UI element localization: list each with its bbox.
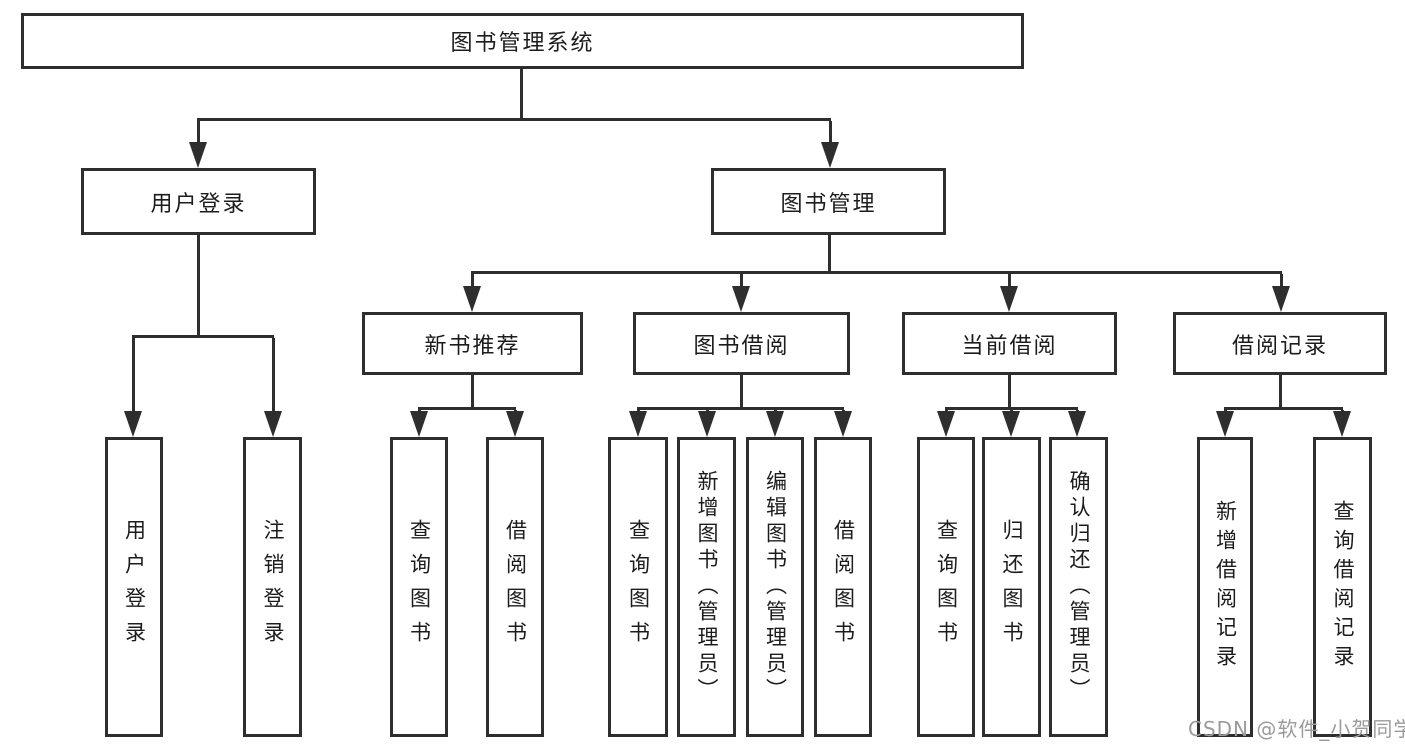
arrow-down-icon	[1216, 411, 1234, 437]
node-user-login: 用户登录	[81, 168, 316, 235]
leaf-query-books-recommend: 查询图书	[390, 437, 448, 737]
arrow-down-icon	[410, 411, 428, 437]
connector-vline	[1278, 375, 1282, 410]
node-book-management: 图书管理	[711, 168, 946, 235]
connector-vline	[1007, 375, 1011, 410]
csdn-watermark: CSDN @软件_小贺同学	[1188, 717, 1405, 741]
arrow-stem	[1007, 274, 1011, 288]
leaf-query-books-borrow: 查询图书	[608, 437, 668, 737]
connector-vline	[827, 235, 831, 274]
leaf-label: 借阅图书	[503, 519, 528, 655]
arrow-down-icon	[264, 411, 282, 437]
leaf-user-login: 用户登录	[105, 437, 163, 737]
leaf-label: 用户登录	[122, 519, 147, 655]
leaf-label: 查询图书	[626, 519, 651, 655]
arrow-down-icon	[506, 411, 524, 437]
node-borrow-records: 借阅记录	[1173, 312, 1387, 375]
connector-hline	[945, 407, 1078, 410]
arrow-down-icon	[1068, 411, 1086, 437]
node-label: 图书管理系统	[450, 31, 595, 56]
connector-hline	[471, 271, 1282, 274]
leaf-add-book-admin: 新增图书（管理员）	[677, 437, 736, 737]
arrow-down-icon	[1002, 411, 1020, 437]
leaf-borrow-books: 借阅图书	[814, 437, 872, 737]
leaf-label: 查询图书	[934, 519, 959, 655]
arrow-down-icon	[629, 411, 647, 437]
arrow-stem	[1279, 274, 1283, 288]
leaf-label: 新增图书（管理员）	[695, 470, 719, 704]
arrow-down-icon	[766, 411, 784, 437]
arrow-stem	[470, 274, 474, 288]
arrow-down-icon	[1272, 286, 1290, 312]
leaf-label: 新增借阅记录	[1213, 500, 1238, 674]
node-current-borrow: 当前借阅	[902, 312, 1117, 375]
arrow-stem	[739, 274, 743, 288]
arrow-down-icon	[1333, 411, 1351, 437]
connector-hline	[637, 407, 844, 410]
leaf-edit-book-admin: 编辑图书（管理员）	[746, 437, 804, 737]
leaf-label: 借阅图书	[831, 519, 856, 655]
node-label: 当前借阅	[961, 333, 1058, 359]
connector-vline	[470, 375, 474, 410]
leaf-query-borrow-record: 查询借阅记录	[1313, 437, 1372, 737]
leaf-borrow-books-recommend: 借阅图书	[486, 437, 544, 737]
connector-hline	[197, 118, 831, 121]
leaf-label: 查询图书	[407, 519, 432, 655]
leaf-return-book: 归还图书	[982, 437, 1041, 737]
arrow-down-icon	[698, 411, 716, 437]
leaf-label: 归还图书	[1000, 519, 1024, 655]
arrow-down-icon	[1000, 286, 1018, 312]
node-label: 图书借阅	[693, 333, 790, 359]
connector-hline	[418, 407, 516, 410]
leaf-add-borrow-record: 新增借阅记录	[1197, 437, 1253, 737]
arrow-down-icon	[821, 142, 839, 168]
leaf-label: 注销登录	[261, 519, 285, 655]
arrow-down-icon	[834, 411, 852, 437]
leaf-label: 编辑图书（管理员）	[763, 470, 788, 704]
connector-hline	[132, 335, 274, 338]
arrow-stem	[271, 338, 275, 413]
arrow-stem	[828, 121, 832, 144]
node-book-borrow: 图书借阅	[633, 312, 850, 375]
arrow-stem	[131, 338, 135, 413]
arrow-down-icon	[732, 286, 750, 312]
node-label: 用户登录	[150, 191, 247, 217]
node-label: 借阅记录	[1231, 333, 1328, 359]
connector-vline	[519, 69, 523, 121]
arrow-down-icon	[189, 142, 207, 168]
node-label: 新书推荐	[424, 333, 521, 359]
node-library-system: 图书管理系统	[21, 13, 1024, 69]
arrow-down-icon	[937, 411, 955, 437]
node-new-book-recommend: 新书推荐	[362, 312, 583, 375]
leaf-logout: 注销登录	[243, 437, 302, 737]
leaf-label: 确认归还（管理员）	[1067, 470, 1091, 704]
arrow-down-icon	[124, 411, 142, 437]
connector-vline	[739, 375, 743, 410]
connector-vline	[196, 235, 200, 338]
arrow-stem	[196, 121, 200, 144]
leaf-confirm-return-admin: 确认归还（管理员）	[1049, 437, 1108, 737]
arrow-down-icon	[463, 286, 481, 312]
node-label: 图书管理	[780, 191, 877, 217]
leaf-label: 查询借阅记录	[1331, 500, 1355, 674]
connector-hline	[1224, 407, 1343, 410]
leaf-query-books-current: 查询图书	[917, 437, 975, 737]
